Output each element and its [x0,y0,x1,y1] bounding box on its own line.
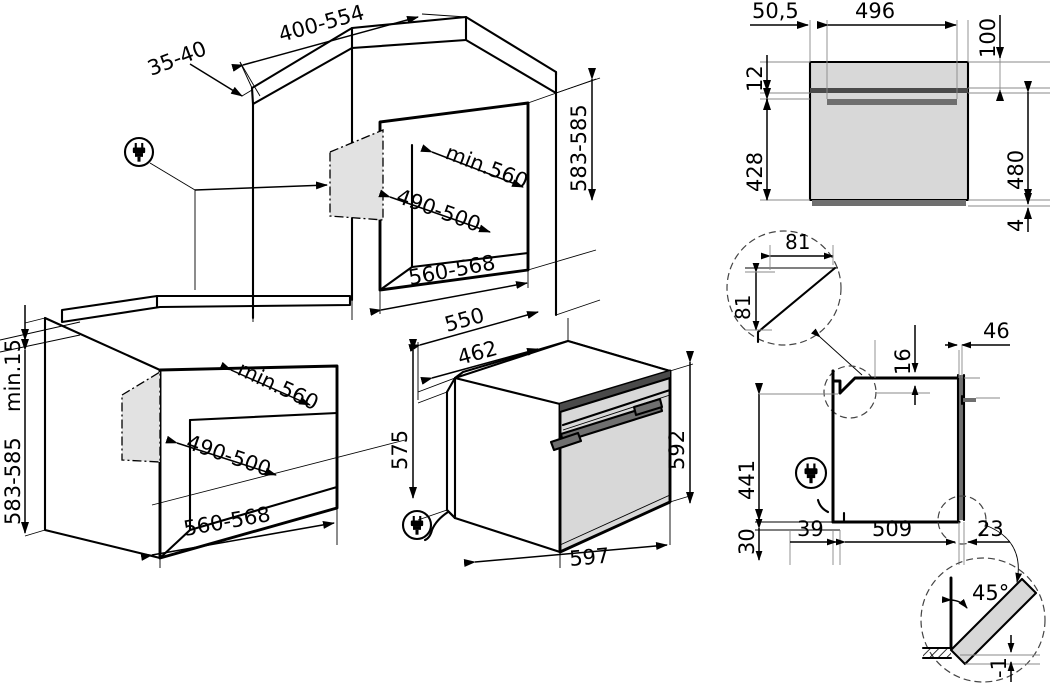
dim-plan-front-depth-label: 23 [977,517,1004,541]
dim-plan-body-depth: 509 [836,517,956,546]
view-oven-front: 50,5 496 100 12 428 480 [743,0,1050,232]
dim-detail-clearance-label: -1 [987,657,1011,678]
dim-lower-worktop-gap-label: min.15 [1,339,25,412]
dim-plan-top-thickness-label: 16 [891,348,915,375]
dim-corner-vertical: 81 [731,263,775,331]
dim-upper-cutout-width-label: 560-568 [407,250,498,290]
dim-upper-height-label: 583-585 [567,104,591,192]
dim-oven-front-width: 597 [463,541,668,571]
dim-lower-cutout-width-label: 560-568 [182,502,273,541]
power-plug-icon-upper [123,136,155,168]
dim-front-total-height: 480 [1004,81,1032,201]
dim-oven-front-width-label: 597 [568,544,610,571]
dim-plan-base-height: 30 [735,519,763,561]
dim-front-total-height-label: 480 [1004,150,1028,190]
dim-oven-front-height-label: 592 [665,430,689,470]
dim-front-panel-band-label: 12 [743,65,767,92]
dim-lower-cutout-width: 560-568 [140,502,335,561]
dim-corner-horizontal: 81 [761,230,834,270]
dim-front-bottom-gap: 4 [1004,193,1032,232]
dim-upper-inner-width-label: 490-500 [393,184,484,237]
dim-upper-cutout-width: 560-568 [369,250,529,316]
power-plug-icon-oven [401,509,433,541]
dim-plan-top-thickness: 16 [891,325,919,405]
dim-front-handle-length: 496 [817,0,957,29]
dim-lower-height: 583-585 [1,339,29,534]
dim-front-handle-length-label: 496 [855,0,895,23]
dim-front-top-to-panel-label: 100 [976,18,1000,58]
dim-upper-rear-gap-label: 35-40 [144,36,210,80]
dim-upper-inner-depth: min.560 [420,140,531,194]
dim-upper-inner-width: 490-500 [378,184,491,237]
dim-detail-clearance: -1 [987,635,1015,682]
dim-front-top-to-panel: 100 [976,15,1004,101]
dim-detail-angle-label: 45° [972,581,1009,605]
power-plug-icon-plan [794,456,828,490]
view-oven-isometric: 550 462 575 592 597 [388,303,694,571]
dim-front-handle-offset: 50,5 [750,0,809,29]
dim-oven-front-height: 592 [665,351,694,504]
dim-plan-height: 441 [735,383,838,521]
dim-lower-height-label: 583-585 [1,437,25,525]
dim-lower-inner-width-label: 490-500 [183,430,274,481]
dim-plan-front-projection: 46 [945,319,1010,378]
view-detail-corner: 81 81 [726,230,863,376]
view-cabinet-lower: min.15 583-585 min.560 490-500 560-568 [0,294,406,568]
dim-plan-front-projection-label: 46 [983,319,1010,343]
dim-corner-vertical-label: 81 [731,295,755,320]
dim-plan-body-depth-label: 509 [872,517,912,541]
dim-front-door-height: 428 [743,88,771,201]
dim-lower-inner-width: 490-500 [165,430,277,481]
dim-plan-left-offset-label: 39 [797,517,824,541]
dim-plan-front-depth: 23 [967,517,1010,546]
dim-front-panel-band: 12 [743,55,771,110]
dim-oven-body-height-label: 575 [388,430,412,470]
dim-upper-depth-label: 400-554 [276,0,367,47]
dim-plan-base-height-label: 30 [735,528,759,555]
dim-front-door-height-label: 428 [743,152,767,192]
dim-corner-horizontal-label: 81 [785,230,810,254]
dim-front-handle-offset-label: 50,5 [752,0,799,23]
dim-plan-height-label: 441 [735,460,759,500]
view-detail-45: 45° -1 [920,557,1046,683]
dim-upper-height: 583-585 [567,68,596,201]
view-oven-plan: 16 46 441 30 39 509 [735,319,1023,583]
dim-oven-depth-total-label: 550 [442,303,487,337]
view-cabinet-upper: 400-554 35-40 583-585 min.560 490-500 [123,0,601,322]
dim-front-bottom-gap-label: 4 [1004,219,1028,232]
dim-upper-rear-gap: 35-40 [144,36,261,97]
dim-lower-worktop-gap: min.15 [1,305,29,412]
dim-oven-body-height: 575 [388,339,417,499]
dim-plan-left-offset: 39 [790,517,837,546]
dim-upper-inner-depth-label: min.560 [442,140,531,193]
